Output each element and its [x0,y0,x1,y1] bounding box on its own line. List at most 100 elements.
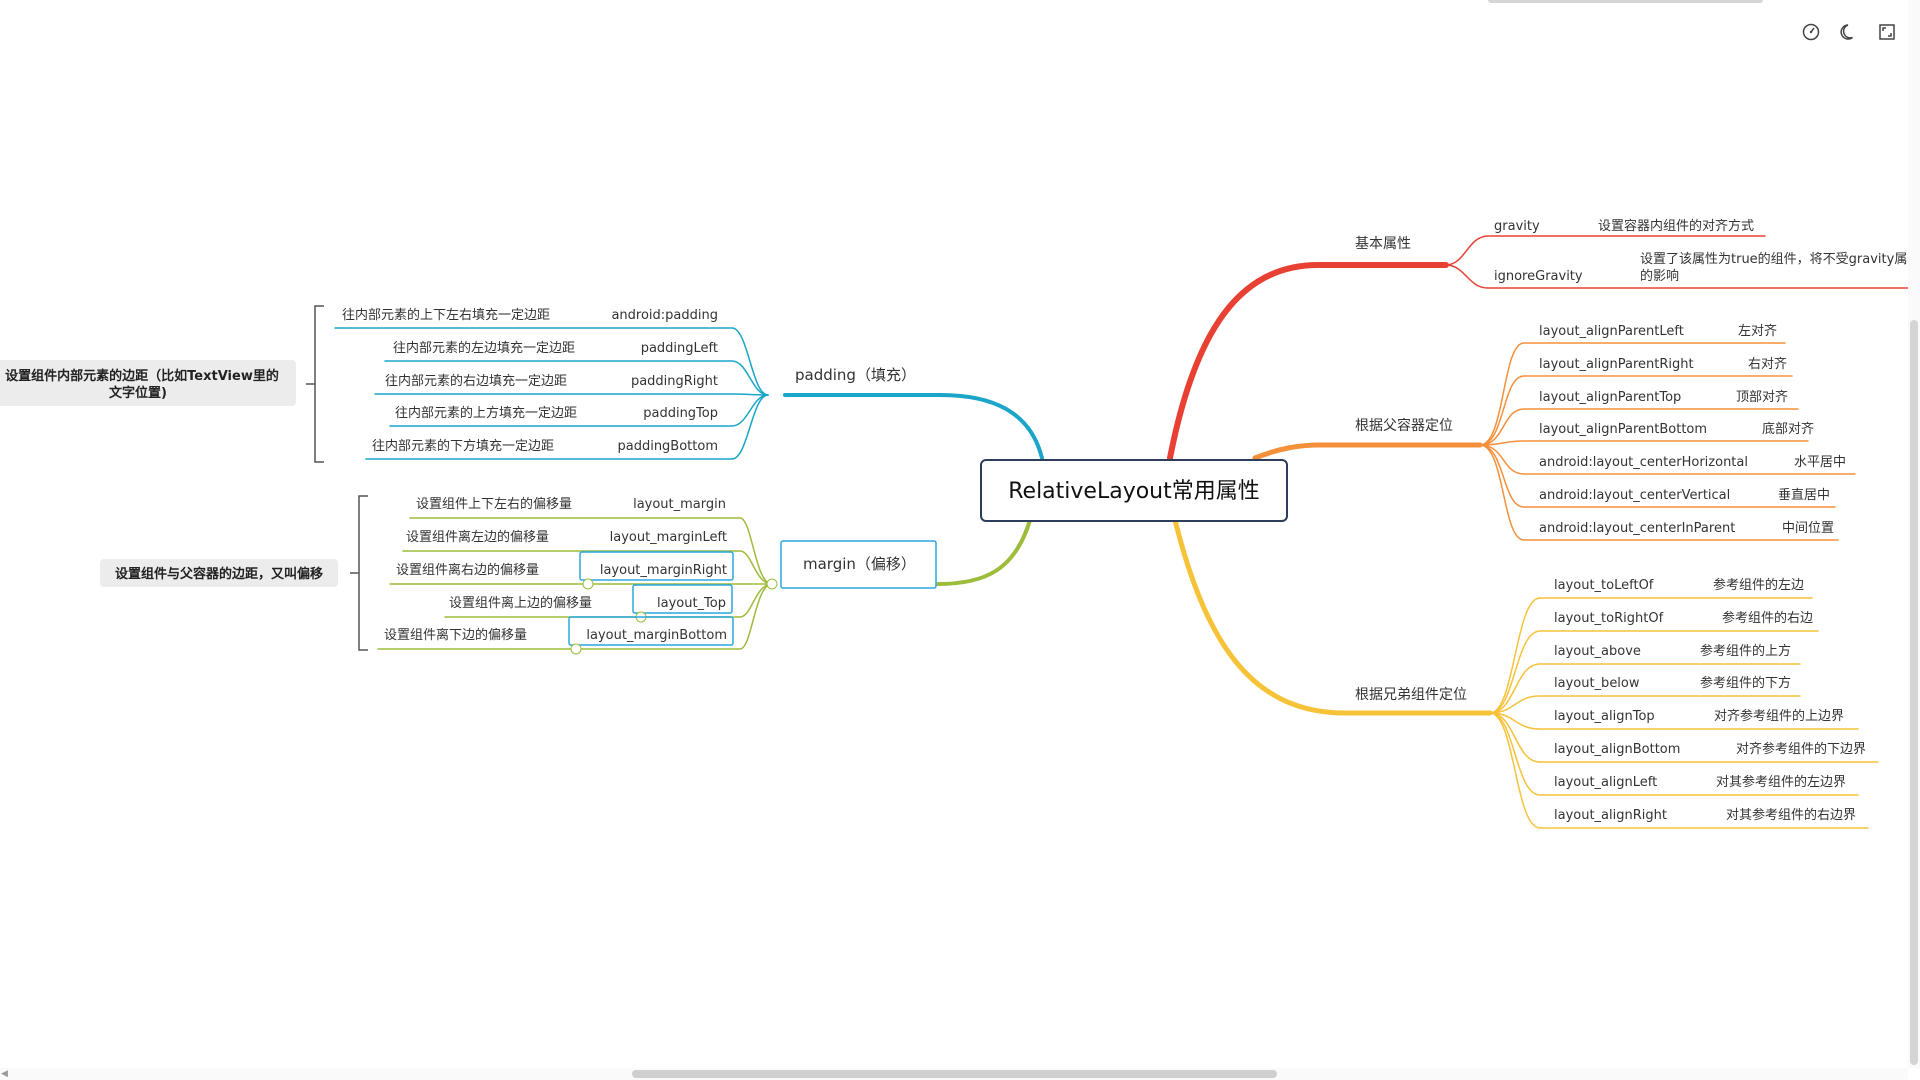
attr-layout_alignLeft[interactable]: layout_alignLeft [1554,775,1657,790]
attr-paddingTop[interactable]: paddingTop [643,406,718,421]
connector-android-layout_centerHorizontal [1479,444,1856,475]
attr-paddingBottom[interactable]: paddingBottom [617,439,718,454]
fullscreen-icon [1879,24,1895,40]
attr-layout_margin[interactable]: layout_margin [633,497,726,512]
fullscreen-button[interactable] [1872,18,1902,46]
attr-layout_alignParentTop[interactable]: layout_alignParentTop [1539,390,1681,405]
desc-layout_alignParentBottom[interactable]: 底部对齐 [1762,421,1814,437]
attr-layout_alignParentRight[interactable]: layout_alignParentRight [1539,357,1694,372]
desc-paddingRight[interactable]: 往内部元素的右边填充一定边距 [385,373,567,389]
vertical-scrollbar[interactable] [1908,0,1920,1068]
attr-android-padding[interactable]: android:padding [611,308,718,323]
attr-layout_alignBottom[interactable]: layout_alignBottom [1554,742,1680,757]
attr-layout_toLeftOf[interactable]: layout_toLeftOf [1554,578,1654,593]
desc-layout_Top[interactable]: 设置组件离上边的偏移量 [449,595,592,611]
selection-box-layout_marginBottom[interactable] [568,616,734,646]
padding-summary-line1[interactable]: 设置组件内部元素的边距（比如TextView里的 [5,368,279,384]
desc-layout_above[interactable]: 参考组件的上方 [1700,643,1791,659]
margin-summary-label[interactable]: 设置组件与父容器的边距，又叫偏移 [115,566,323,582]
collapse-toggle-margin[interactable] [766,578,778,590]
desc-layout_margin[interactable]: 设置组件上下左右的偏移量 [416,496,572,512]
attr-layout_alignParentBottom[interactable]: layout_alignParentBottom [1539,422,1707,437]
branch-margin-node[interactable] [780,540,937,589]
collapse-toggle-layout_marginRight[interactable] [582,578,594,590]
horizontal-scroll-thumb[interactable] [632,1070,1277,1078]
attr-paddingRight[interactable]: paddingRight [631,374,718,389]
desc-layout_alignParentLeft[interactable]: 左对齐 [1738,323,1777,339]
branch-padding-label[interactable]: padding（填充） [795,366,916,384]
desc-layout_toLeftOf[interactable]: 参考组件的左边 [1713,577,1804,593]
branch-parent-connector [1252,442,1483,461]
connector-layout_toLeftOf [1489,597,1813,714]
horizontal-scrollbar[interactable]: ◀ [0,1068,1908,1080]
desc-layout_alignRight[interactable]: 对其参考组件的右边界 [1726,807,1856,823]
collapse-toggle-layout_marginBottom[interactable] [570,643,582,655]
root-node-label[interactable]: RelativeLayout常用属性 [1008,479,1260,504]
padding-summary-bracket [306,305,324,463]
attr-layout_marginBottom[interactable]: layout_marginBottom [586,628,727,643]
attr-layout_alignTop[interactable]: layout_alignTop [1554,709,1655,724]
desc-android-layout_centerHorizontal[interactable]: 水平居中 [1794,455,1846,470]
desc-layout_alignParentTop[interactable]: 顶部对齐 [1736,389,1788,405]
attr-paddingLeft[interactable]: paddingLeft [641,341,718,356]
attr-layout_toRightOf[interactable]: layout_toRightOf [1554,611,1664,626]
desc-layout_toRightOf[interactable]: 参考组件的右边 [1722,610,1813,626]
connector-layout_marginBottom [377,583,773,650]
desc-android-padding[interactable]: 往内部元素的上下左右填充一定边距 [342,307,550,323]
branch-margin-label[interactable]: margin（偏移） [803,555,916,573]
selection-box-layout_Top[interactable] [632,584,733,614]
desc-layout_marginBottom[interactable]: 设置组件离下边的偏移量 [384,627,527,643]
branch-padding-connector [783,393,1044,460]
padding-summary-line2[interactable]: 文字位置) [109,385,167,401]
attr-layout_marginLeft[interactable]: layout_marginLeft [610,530,727,545]
margin-summary-bracket [350,495,368,651]
desc-android-layout_centerInParent[interactable]: 中间位置 [1782,521,1834,536]
desc-gravity[interactable]: 设置容器内组件的对齐方式 [1598,218,1754,234]
branch-sibling-connector [1172,517,1493,716]
desc-layout_marginRight[interactable]: 设置组件离右边的偏移量 [396,562,539,578]
attr-ignoreGravity[interactable]: ignoreGravity [1494,269,1583,284]
branch-basic-label[interactable]: 基本属性 [1355,235,1411,252]
moon-icon [1840,24,1853,40]
desc-layout_marginLeft[interactable]: 设置组件离左边的偏移量 [406,529,549,545]
desc-layout_alignBottom[interactable]: 对齐参考组件的下边界 [1736,741,1866,757]
attr-layout_marginRight[interactable]: layout_marginRight [600,563,727,578]
branch-sibling-label[interactable]: 根据兄弟组件定位 [1355,687,1467,703]
attr-gravity[interactable]: gravity [1494,219,1540,234]
desc-layout_alignLeft[interactable]: 对其参考组件的左边界 [1716,774,1846,790]
root-node[interactable] [980,459,1288,522]
desc-paddingBottom[interactable]: 往内部元素的下方填充一定边距 [372,438,554,454]
dark-mode-button[interactable] [1834,18,1864,46]
desc-layout_below[interactable]: 参考组件的下方 [1700,675,1791,691]
attr-layout_below[interactable]: layout_below [1554,676,1640,691]
branch-parent-label[interactable]: 根据父容器定位 [1355,417,1453,434]
padding-summary-node[interactable] [0,360,296,406]
scroll-left-arrow-icon[interactable]: ◀ [1,1069,8,1079]
attr-layout_alignRight[interactable]: layout_alignRight [1554,808,1667,823]
connector-gravity [1445,235,1766,266]
desc-ignoreGravity-line2[interactable]: 的影响 [1640,268,1679,284]
desc-paddingLeft[interactable]: 往内部元素的左边填充一定边距 [393,340,575,356]
attr-android-layout_centerInParent[interactable]: android:layout_centerInParent [1539,521,1735,536]
desc-layout_alignTop[interactable]: 对齐参考组件的上边界 [1714,708,1844,724]
connector-layout_toRightOf [1489,630,1819,714]
desc-ignoreGravity-line1[interactable]: 设置了该属性为true的组件，将不受gravity属性 [1640,251,1920,267]
desc-android-layout_centerVertical[interactable]: 垂直居中 [1778,488,1830,503]
connector-layout_alignTop [1489,712,1859,730]
desc-layout_alignParentRight[interactable]: 右对齐 [1748,356,1787,372]
connector-layout_alignParentTop [1479,408,1799,446]
connector-paddingLeft [384,360,769,396]
attr-android-layout_centerVertical[interactable]: android:layout_centerVertical [1539,488,1730,503]
collapsed-panel-edge[interactable] [1488,0,1763,3]
attr-layout_above[interactable]: layout_above [1554,644,1641,659]
selection-box-layout_marginRight[interactable] [579,551,734,581]
vertical-scroll-thumb[interactable] [1910,320,1918,1065]
attr-android-layout_centerHorizontal[interactable]: android:layout_centerHorizontal [1539,455,1748,470]
margin-summary-node[interactable] [100,559,338,587]
desc-paddingTop[interactable]: 往内部元素的上方填充一定边距 [395,405,577,421]
attr-layout_Top[interactable]: layout_Top [657,596,726,611]
attr-layout_alignParentLeft[interactable]: layout_alignParentLeft [1539,324,1684,339]
compass-button[interactable] [1796,18,1826,46]
